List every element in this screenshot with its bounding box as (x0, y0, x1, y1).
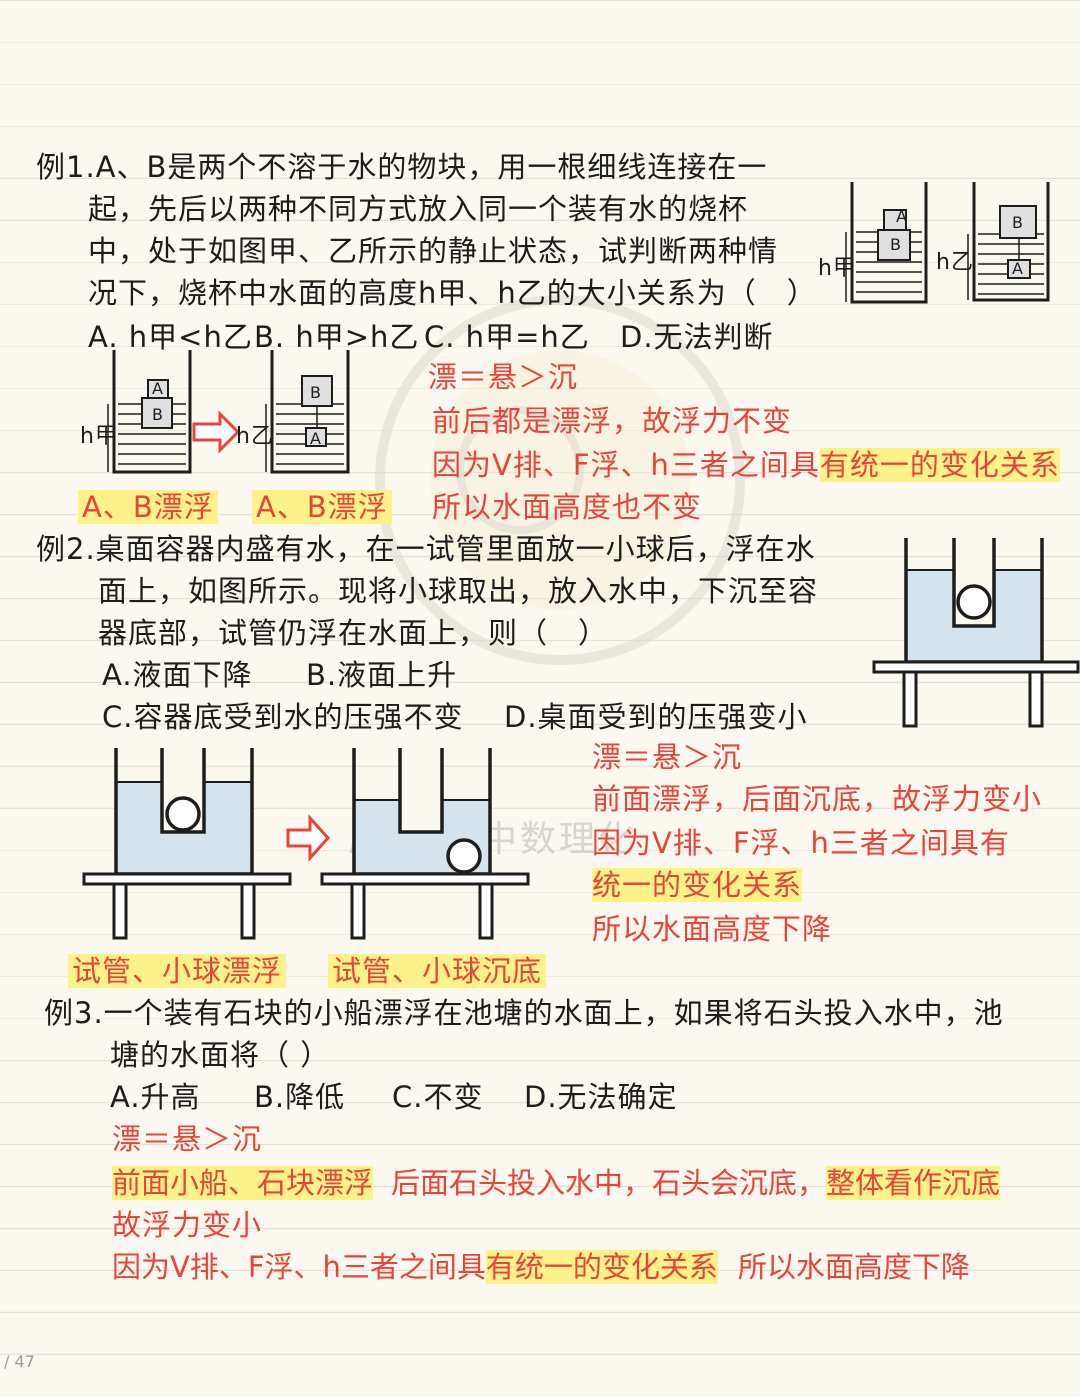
ex2-note-4: 统一的变化关系 (592, 868, 803, 902)
ex1-fig-bottom-label-a2: A (310, 429, 322, 448)
ex1-fig-top-label-a2: A (1012, 259, 1024, 278)
ex1-fig-top-label-b1: B (890, 235, 902, 254)
ex1-option-b: B. h甲>h乙 (254, 320, 420, 354)
ex2-option-d: D.桌面受到的压强变小 (504, 700, 808, 734)
ex1-option-c: C. h甲=h乙 (424, 320, 590, 354)
ex3-note-2: 前面小船、石块漂浮后面石头投入水中，石头会沉底，整体看作沉底 (112, 1166, 1001, 1200)
ex1-caption-right: A、B漂浮 (252, 490, 392, 524)
ex3-note-3: 故浮力变小 (112, 1208, 263, 1242)
ex3-note-rule: 漂＝悬＞沉 (112, 1122, 263, 1156)
ex1-fig-bottom-label-a1: A (152, 379, 164, 398)
ex3-note-4: 因为V排、F浮、h三者之间具有统一的变化关系所以水面高度下降 (112, 1250, 970, 1284)
ex3-stem-line2: 塘的水面将（ ） (110, 1038, 331, 1072)
ex2-caption-right: 试管、小球沉底 (328, 954, 547, 988)
ex1-option-a: A. h甲<h乙 (88, 320, 253, 354)
ex1-note-2: 前后都是漂浮，故浮力不变 (432, 404, 793, 438)
ex1-fig-top-h-yi: h乙 (936, 250, 974, 275)
ex1-fig-top-label-b2: B (1012, 213, 1024, 232)
ex2-option-b: B.液面上升 (306, 658, 458, 692)
ex1-option-d: D.无法判断 (620, 320, 774, 354)
ex1-fig-bottom-h-jia: h甲 (80, 424, 118, 449)
ex1-fig-bottom-label-b2: B (310, 383, 322, 402)
ex3-option-d: D.无法确定 (524, 1080, 678, 1114)
ex2-stem-line2: 面上，如图所示。现将小球取出，放入水中，下沉至容 (98, 574, 819, 608)
ex2-stem-line3: 器底部，试管仍浮在水面上，则（ ） (98, 616, 609, 650)
ex1-stem-line2: 起，先后以两种不同方式放入同一个装有水的烧杯 (88, 192, 749, 226)
ex2-option-a: A.液面下降 (102, 658, 253, 692)
ex2-stem-line1: 例2.桌面容器内盛有水，在一试管里面放一小球后，浮在水 (36, 532, 816, 566)
ex3-option-b: B.降低 (254, 1080, 346, 1114)
ex1-stem-line3: 中，处于如图甲、乙所示的静止状态，试判断两种情 (88, 234, 779, 268)
ex2-figure-right (872, 538, 1080, 728)
ex1-fig-bottom-h-yi: h乙 (236, 424, 274, 449)
ex2-figure-bottom (82, 748, 530, 940)
ex1-figure-top (845, 182, 1050, 304)
ex1-note-rule: 漂＝悬＞沉 (428, 360, 579, 394)
page-indicator: / 47 (4, 1352, 35, 1371)
ex2-note-3: 因为V排、F浮、h三者之间具有 (592, 826, 1010, 860)
ex3-stem-line1: 例3.一个装有石块的小船漂浮在池塘的水面上，如果将石头投入水中，池 (44, 996, 1004, 1030)
ex1-note-3: 因为V排、F浮、h三者之间具有统一的变化关系 (432, 448, 1060, 482)
ex2-option-c: C.容器底受到水的压强不变 (102, 700, 464, 734)
ex1-fig-top-h-jia: h甲 (818, 256, 856, 281)
ex1-stem-line4: 况下，烧杯中水面的高度h甲、h乙的大小关系为（ ） (88, 276, 817, 310)
ex2-note-5: 所以水面高度下降 (592, 912, 833, 946)
ex1-caption-left: A、B漂浮 (78, 490, 218, 524)
ex1-fig-top-label-a1: A (896, 207, 908, 226)
ex3-option-c: C.不变 (392, 1080, 484, 1114)
ex1-note-4: 所以水面高度也不变 (432, 490, 703, 524)
ex3-option-a: A.升高 (110, 1080, 201, 1114)
ex1-fig-bottom-label-b1: B (152, 405, 164, 424)
ex1-figure-bottom (107, 350, 350, 474)
ex2-caption-left: 试管、小球漂浮 (68, 954, 287, 988)
ex2-note-rule: 漂＝悬＞沉 (592, 740, 743, 774)
ex1-stem-line1: 例1.A、B是两个不溶于水的物块，用一根细线连接在一 (36, 150, 768, 184)
ex2-note-2: 前面漂浮，后面沉底，故浮力变小 (592, 782, 1043, 816)
